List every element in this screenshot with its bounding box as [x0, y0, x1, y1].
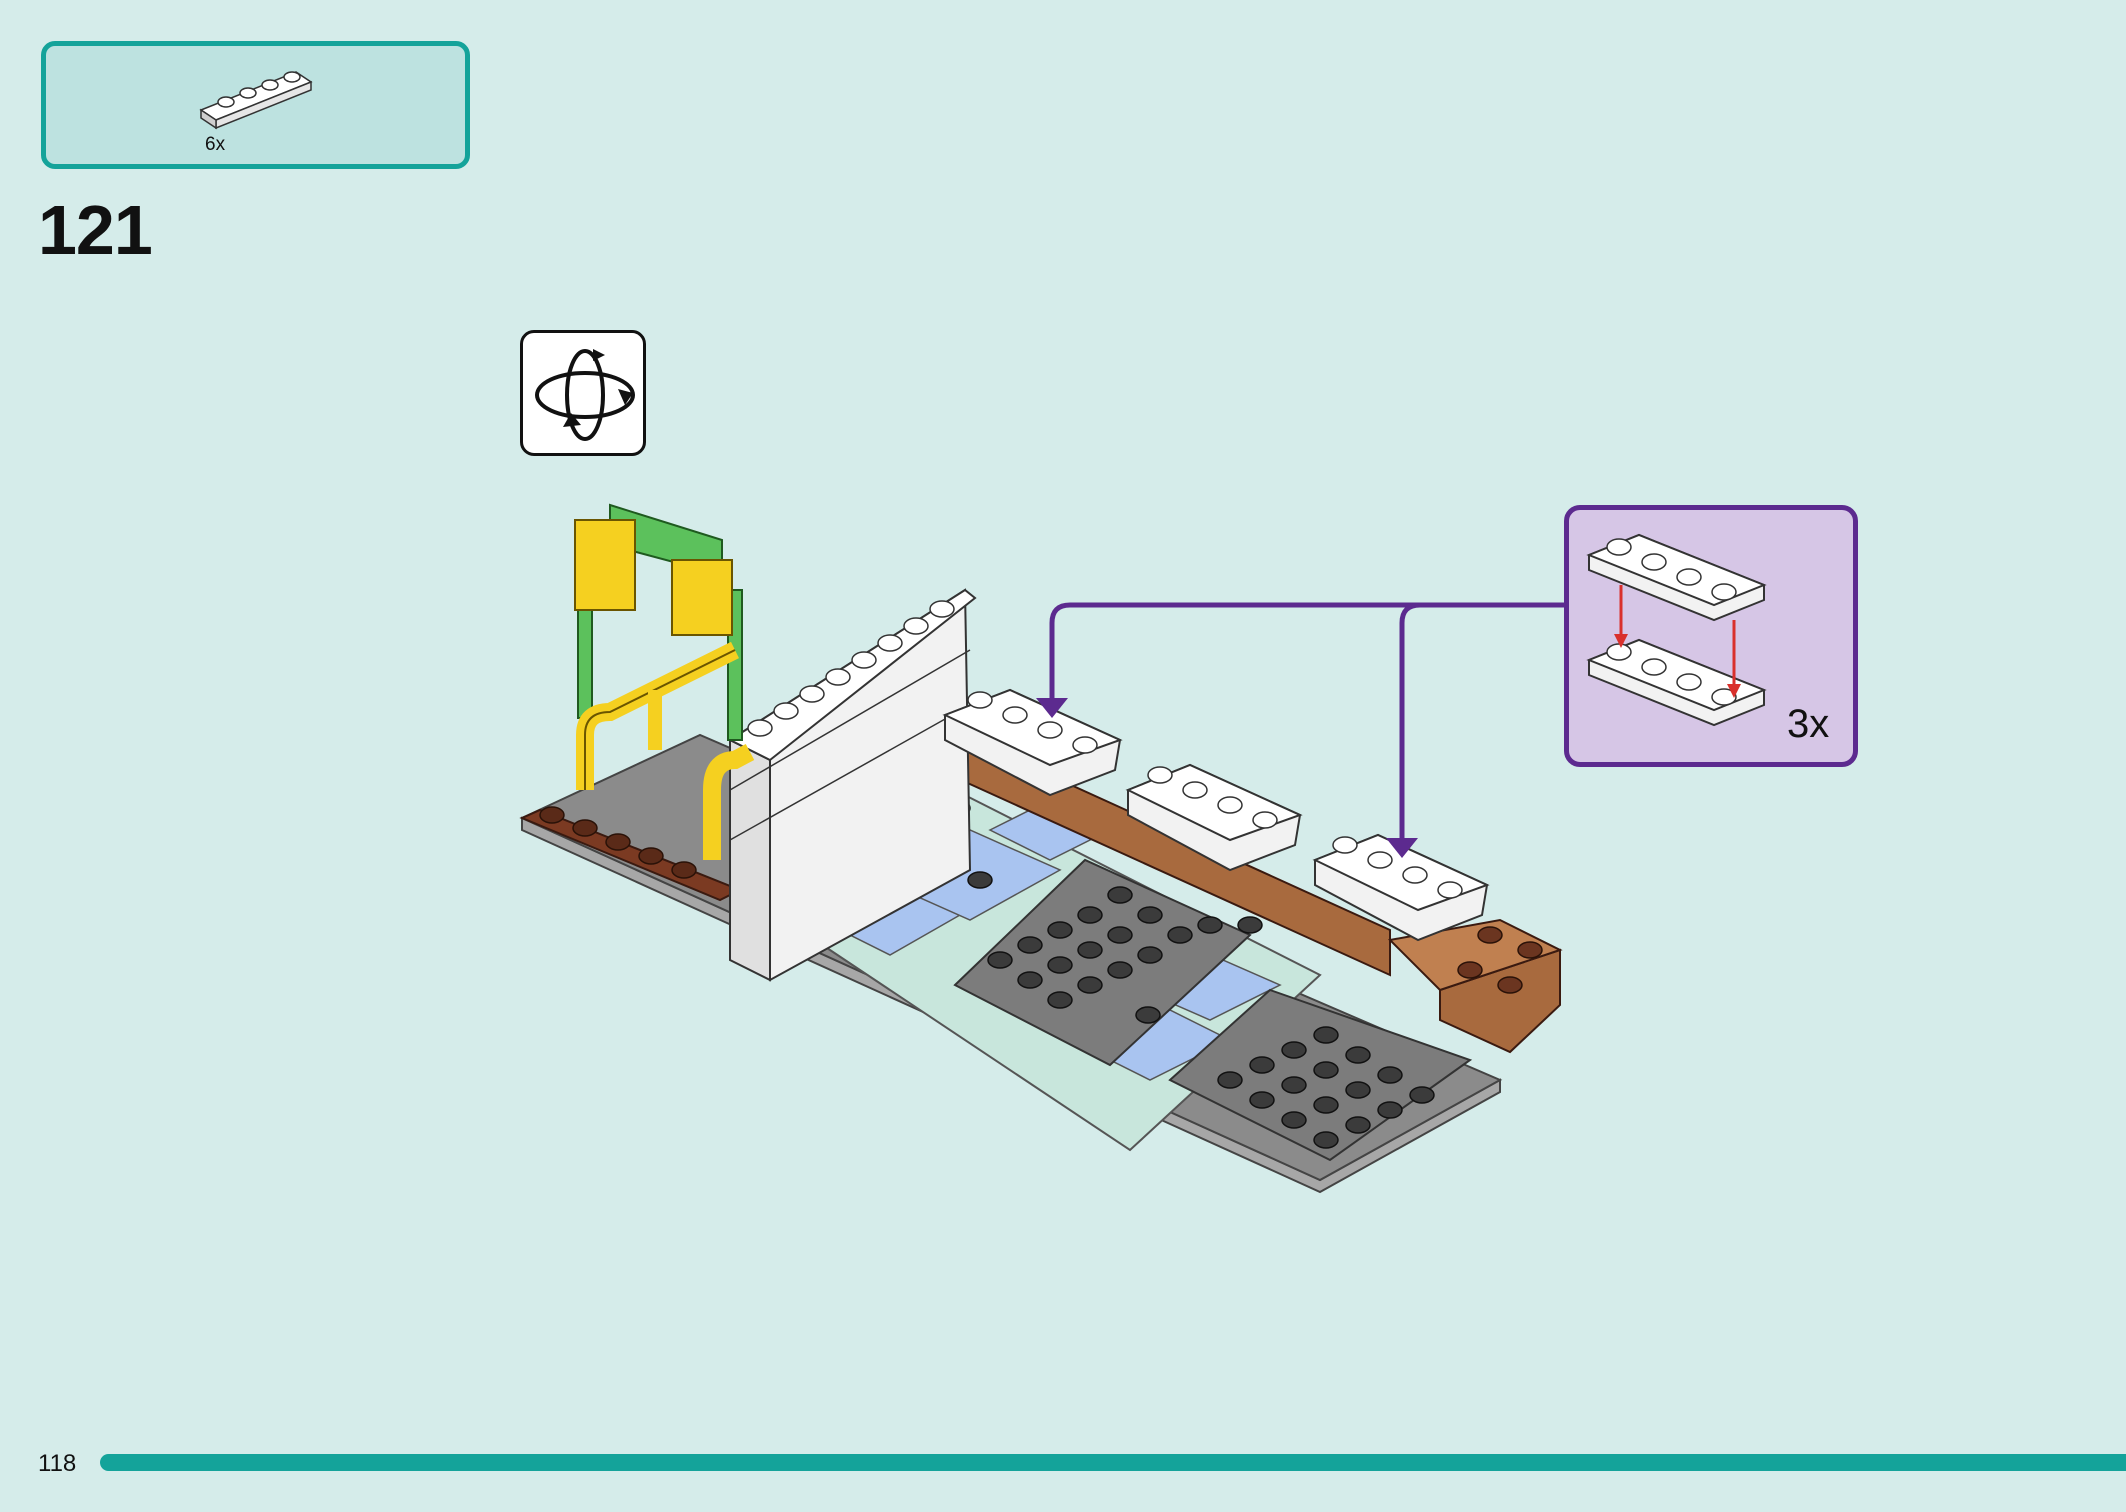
pointer-arrow-2	[1399, 602, 1566, 845]
part-count: 6x	[205, 134, 226, 155]
page-number: 118	[38, 1450, 77, 1477]
sub-assembly-callout: 3x	[1564, 505, 1858, 767]
step-number: 121	[38, 191, 153, 269]
pointer-arrow-1	[1049, 602, 1566, 705]
page-progress-bar	[100, 1454, 2126, 1471]
parts-list-box: 6x	[41, 41, 470, 169]
rotate-hint-box	[520, 330, 646, 456]
callout-count: 3x	[1787, 702, 1830, 746]
rotate-model-icon	[535, 349, 635, 441]
white-1x4-plate-icon	[199, 71, 313, 130]
stack-plates-icon	[1586, 533, 1767, 727]
